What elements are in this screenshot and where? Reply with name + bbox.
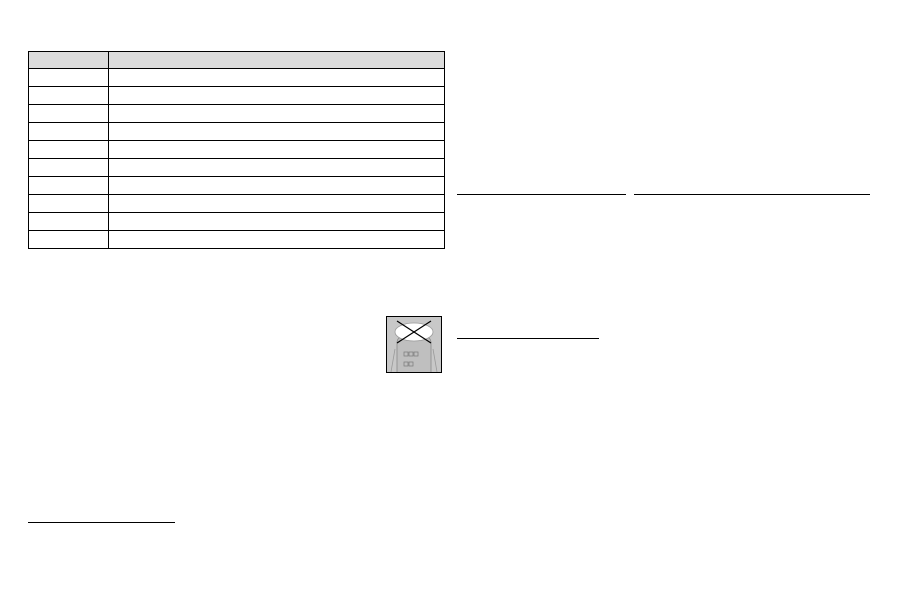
table-cell <box>28 140 109 159</box>
section-divider <box>457 194 626 195</box>
table-row <box>28 104 445 123</box>
section-divider <box>457 338 599 339</box>
table-row <box>28 212 445 231</box>
table-row <box>28 140 445 159</box>
table-cell <box>108 86 445 105</box>
table-cell <box>108 158 445 177</box>
device-figure <box>390 320 438 372</box>
spec-table <box>28 51 445 249</box>
table-row <box>28 122 445 141</box>
cross-line-2 <box>396 320 432 344</box>
table-cell <box>108 104 445 123</box>
table-cell <box>28 194 109 213</box>
table-cell <box>28 158 109 177</box>
table-row <box>28 176 445 195</box>
device-buttons <box>403 351 419 367</box>
table-header-cell <box>108 51 445 69</box>
table-row <box>28 86 445 105</box>
device-arm-lines <box>390 348 438 372</box>
table-row <box>28 194 445 213</box>
table-cell <box>108 122 445 141</box>
table-cell <box>108 212 445 231</box>
table-cell <box>28 104 109 123</box>
table-header-row <box>28 51 445 69</box>
table-cell <box>108 230 445 249</box>
table-cell <box>108 194 445 213</box>
table-row <box>28 68 445 87</box>
table-cell <box>108 176 445 195</box>
table-cell <box>28 230 109 249</box>
section-divider <box>634 194 870 195</box>
table-cell <box>28 122 109 141</box>
table-row <box>28 230 445 249</box>
table-cell <box>108 68 445 87</box>
table-cell <box>28 86 109 105</box>
table-cell <box>108 140 445 159</box>
table-cell <box>28 212 109 231</box>
footnote-divider <box>28 522 175 523</box>
table-header-cell <box>28 51 109 69</box>
crossed-out-device-icon <box>386 316 442 373</box>
table-row <box>28 158 445 177</box>
table-cell <box>28 68 109 87</box>
table-cell <box>28 176 109 195</box>
